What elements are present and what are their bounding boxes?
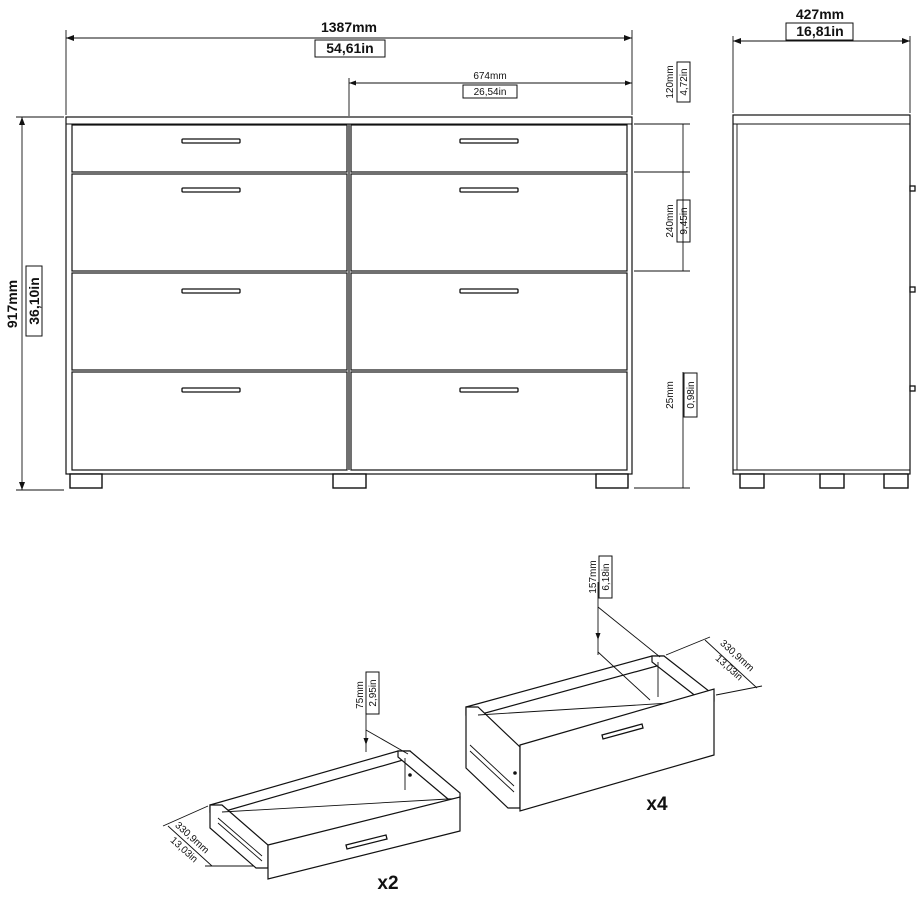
drawer-runner <box>469 750 515 793</box>
foot-h-in-label: 0,98in <box>686 381 697 408</box>
drawer-front-panel <box>519 688 715 812</box>
bracket <box>598 555 613 599</box>
extension-line <box>665 636 711 656</box>
side-panel <box>732 114 911 475</box>
drawer-handle <box>345 834 388 850</box>
drawer-left-side <box>465 706 521 809</box>
extension-line <box>597 606 661 658</box>
drawer-handle <box>181 187 241 193</box>
handle-profile <box>909 385 916 392</box>
small-drawer-height-in: 2,95in <box>368 679 379 706</box>
drawer-handle <box>459 387 519 393</box>
depth-dimension-line <box>167 825 213 867</box>
dresser-foot <box>819 473 845 489</box>
front-view: 1387mm 54,61in 674mm 26,54in 917mm 36,10… <box>4 19 698 491</box>
depth-in-bracket <box>785 22 854 41</box>
large-drawer-quantity: x4 <box>646 794 668 815</box>
drawer-handle <box>181 288 241 294</box>
drawer-handle <box>459 187 519 193</box>
top-drawer-h-mm-label: 120mm <box>665 65 676 98</box>
small-drawer-height-mm: 75mm <box>355 681 366 709</box>
drawer-handle <box>459 288 519 294</box>
small-drawer-quantity: x2 <box>377 873 398 894</box>
large-drawer-view: 157mm 6,18in 330,9mm 13,03in x4 <box>465 555 763 815</box>
extension-line <box>715 685 763 696</box>
handle-profile <box>909 185 916 192</box>
handle-profile <box>909 286 916 293</box>
drawer-h-in-label: 9,45in <box>679 207 690 234</box>
drawer-front-l2 <box>71 173 348 272</box>
drawer-h-mm-label: 240mm <box>665 204 676 237</box>
bracket <box>676 61 691 103</box>
arrowhead <box>595 633 601 640</box>
drawer-width-mm-label: 674mm <box>473 71 506 82</box>
width-in-label: 54,61in <box>326 40 373 56</box>
drawer-width-in-bracket <box>462 84 518 99</box>
extension-line <box>365 729 409 755</box>
dresser-foot <box>595 473 629 489</box>
drawer-front-panel <box>267 796 461 880</box>
height-in-label: 36,10in <box>26 277 42 324</box>
bracket <box>365 671 380 715</box>
drawer-handle <box>181 138 241 144</box>
width-mm-label: 1387mm <box>321 19 377 35</box>
screw-hole <box>513 771 517 775</box>
small-drawer-view: 75mm 2,95in 330,9mm 13,03in x2 <box>162 671 461 894</box>
depth-dimension-line <box>704 639 758 689</box>
height-in-bracket <box>25 265 43 337</box>
bracket <box>676 199 691 243</box>
drawer-front-r2 <box>350 173 628 272</box>
bracket <box>683 372 698 418</box>
drawer-bottom-edge <box>221 798 449 813</box>
dresser-foot <box>69 473 103 489</box>
large-drawer-height-mm: 157mm <box>588 560 599 593</box>
extension-line <box>597 651 651 701</box>
drawer-front-r4 <box>350 371 628 471</box>
drawer-runner <box>217 822 263 862</box>
drawer-width-in-label: 26,54in <box>474 87 507 98</box>
drawer-handle <box>181 387 241 393</box>
drawer-runner <box>217 817 263 857</box>
dresser-foot <box>332 473 367 489</box>
height-mm-label: 917mm <box>4 280 20 328</box>
drawer-runner <box>469 744 515 787</box>
extension-line <box>162 805 209 827</box>
depth-mm-label: 427mm <box>796 6 844 22</box>
drawer-front-l1 <box>71 124 348 173</box>
screw-hole <box>408 773 412 777</box>
foot-h-mm-label: 25mm <box>665 381 676 409</box>
depth-in-label: 16,81in <box>796 23 843 39</box>
side-view: 427mm 16,81in <box>732 6 916 489</box>
dresser-foot <box>883 473 909 489</box>
width-in-bracket <box>314 39 386 58</box>
dresser-foot <box>739 473 765 489</box>
top-drawer-h-in-label: 4,72in <box>679 68 690 95</box>
drawer-right-side <box>397 750 461 800</box>
drawer-handle <box>459 138 519 144</box>
drawer-front-l4 <box>71 371 348 471</box>
drawer-front-r3 <box>350 272 628 371</box>
arrowhead <box>363 738 369 745</box>
drawer-handle <box>601 723 644 740</box>
drawer-front-r1 <box>350 124 628 173</box>
drawer-front-l3 <box>71 272 348 371</box>
large-drawer-height-in: 6,18in <box>601 563 612 590</box>
